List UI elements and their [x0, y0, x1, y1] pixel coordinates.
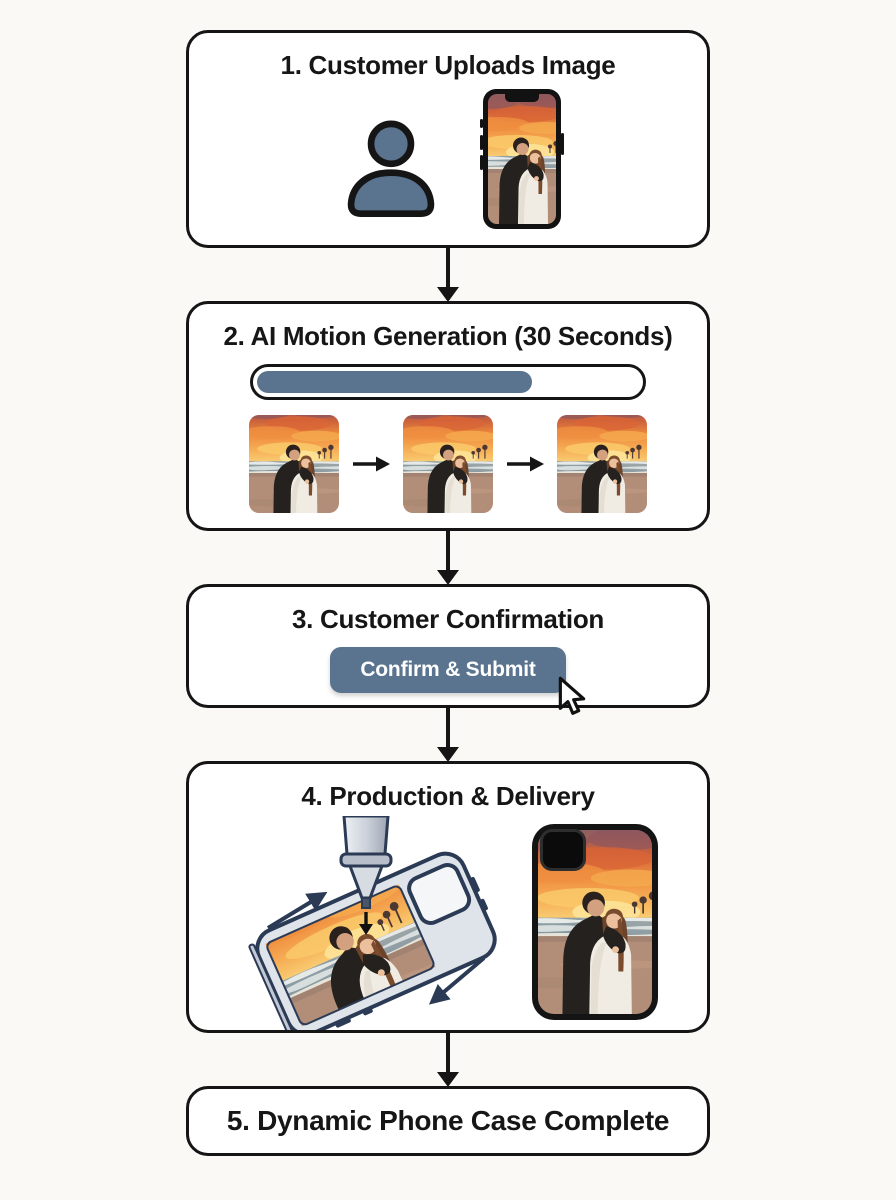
- video-frame-2: [403, 414, 493, 513]
- user-icon: [347, 120, 435, 217]
- step-1-content: [335, 88, 564, 229]
- finished-phone-case: [532, 823, 658, 1020]
- phone-side-button: [480, 154, 483, 170]
- motion-arrow-icon: [266, 891, 328, 930]
- camera-cutout: [540, 828, 586, 871]
- cursor-icon: [558, 676, 585, 715]
- arrow-right-icon: [353, 456, 390, 472]
- phone-side-button: [561, 132, 564, 155]
- step-4-title: 4. Production & Delivery: [301, 781, 595, 811]
- phone-notch: [505, 93, 539, 102]
- flow-arrow-down-icon: [437, 1032, 459, 1087]
- uploaded-couple-photo: [488, 93, 556, 224]
- flow-arrow-down-icon: [437, 247, 459, 302]
- video-frame-3: [557, 414, 647, 513]
- step-4-content: [238, 815, 658, 1030]
- smartphone-preview: [480, 88, 564, 229]
- phone-side-button: [480, 118, 483, 128]
- generated-frames-row: [249, 414, 647, 513]
- step-1-box: 1. Customer Uploads Image: [186, 30, 710, 248]
- progress-bar: [250, 363, 646, 400]
- flow-arrow-down-icon: [437, 530, 459, 585]
- phone-case-tilted: [248, 851, 497, 1030]
- step-1-title: 1. Customer Uploads Image: [280, 50, 616, 80]
- step-2-box: 2. AI Motion Generation (30 Seconds): [186, 301, 710, 531]
- step-5-title: 5. Dynamic Phone Case Complete: [226, 1104, 670, 1136]
- progress-bar-fill: [257, 370, 533, 393]
- printer-nozzle-icon: [339, 815, 393, 935]
- step-3-title: 3. Customer Confirmation: [291, 604, 605, 634]
- confirm-button-area: Confirm & Submit: [330, 646, 585, 715]
- phone-side-button: [480, 134, 483, 150]
- step-2-title: 2. AI Motion Generation (30 Seconds): [223, 321, 673, 351]
- video-frame-1: [249, 414, 339, 513]
- camera-cutout: [407, 862, 472, 925]
- arrow-right-icon: [507, 456, 544, 472]
- step-5-box: 5. Dynamic Phone Case Complete: [186, 1086, 710, 1156]
- flow-arrow-down-icon: [437, 707, 459, 762]
- confirm-submit-button[interactable]: Confirm & Submit: [330, 646, 566, 693]
- motion-arrow-icon: [428, 956, 486, 1005]
- uv-printing-illustration: [248, 815, 497, 1030]
- step-4-box: 4. Production & Delivery: [186, 761, 710, 1033]
- step-3-box: 3. Customer Confirmation Confirm & Submi…: [186, 584, 710, 715]
